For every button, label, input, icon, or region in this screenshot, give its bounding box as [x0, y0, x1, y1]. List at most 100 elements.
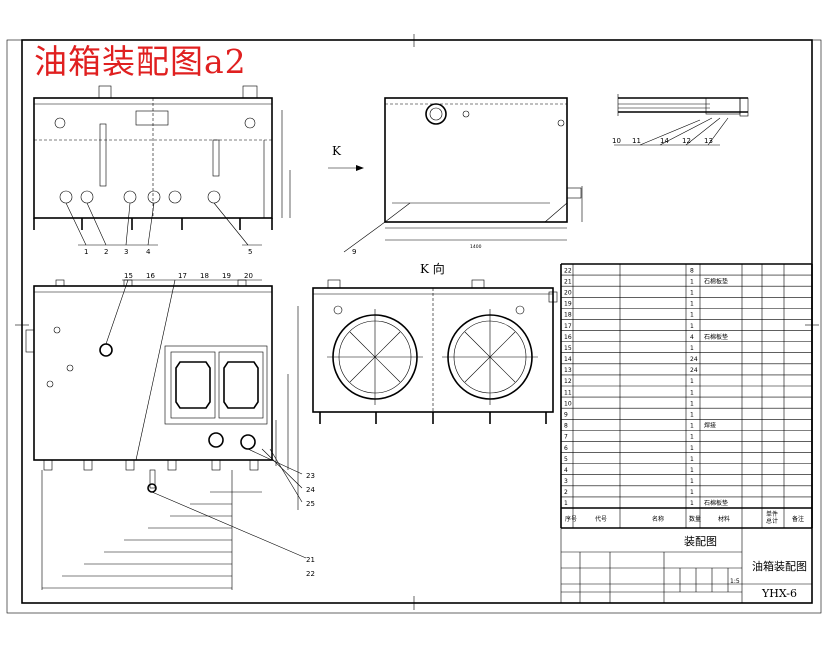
balloon-22: 22 — [306, 570, 315, 578]
parts-row-index: 14 — [564, 356, 572, 363]
parts-row-qty: 1 — [690, 445, 694, 452]
parts-row-qty: 1 — [690, 400, 694, 407]
parts-row-qty: 24 — [690, 356, 698, 363]
k-view-title: K 向 — [420, 261, 445, 276]
balloon-23: 23 — [306, 472, 315, 480]
header-name: 名称 — [652, 515, 664, 523]
tank-body-side — [384, 97, 568, 223]
header-total-weight: 总计 — [766, 517, 778, 525]
parts-row-note: 石棉板垫 — [704, 277, 728, 285]
parts-row-qty: 1 — [690, 389, 694, 396]
parts-row-index: 12 — [564, 378, 572, 385]
parts-row-index: 15 — [564, 345, 572, 352]
balloon-25: 25 — [306, 500, 315, 508]
balloon-11: 11 — [632, 137, 641, 145]
parts-row-qty: 8 — [690, 267, 694, 274]
parts-row-qty: 1 — [690, 290, 694, 297]
drawing-code: YHX-6 — [761, 587, 797, 600]
balloon-4: 4 — [146, 248, 151, 256]
balloon-20: 20 — [244, 272, 253, 280]
balloon-12: 12 — [682, 137, 691, 145]
parts-row-index: 5 — [564, 456, 568, 463]
parts-row-qty: 1 — [690, 500, 694, 507]
parts-row-qty: 1 — [690, 423, 694, 430]
parts-row-index: 19 — [564, 301, 572, 308]
parts-row-qty: 1 — [690, 301, 694, 308]
drawing-type: 装配图 — [684, 535, 717, 548]
parts-row-index: 18 — [564, 312, 572, 319]
balloon-19: 19 — [222, 272, 231, 280]
parts-row-index: 17 — [564, 323, 572, 330]
balloon-13: 13 — [704, 137, 713, 145]
balloon-18: 18 — [200, 272, 209, 280]
parts-row-index: 10 — [564, 400, 572, 407]
balloon-21: 21 — [306, 556, 315, 564]
parts-row-qty: 1 — [690, 434, 694, 441]
parts-row-index: 22 — [564, 267, 572, 274]
parts-row-qty: 1 — [690, 478, 694, 485]
parts-row-index: 4 — [564, 467, 568, 474]
balloon-1: 1 — [84, 248, 88, 256]
parts-row-index: 11 — [564, 389, 572, 396]
parts-row-qty: 1 — [690, 467, 694, 474]
balloon-24: 24 — [306, 486, 315, 494]
parts-row-index: 21 — [564, 278, 572, 285]
header-unit-weight: 单件 — [766, 510, 778, 518]
k-view — [312, 279, 558, 424]
side-view-width-dimension: 1400 — [470, 244, 482, 250]
title-block — [560, 527, 813, 604]
header-material: 材料 — [718, 515, 730, 523]
parts-row-qty: 1 — [690, 456, 694, 463]
drawing-name: 油箱装配图 — [752, 559, 807, 573]
k-arrow-head — [356, 165, 364, 171]
parts-row-note: 石棉板垫 — [704, 333, 728, 341]
parts-row-qty: 1 — [690, 489, 694, 496]
outer-sheet-border — [6, 39, 822, 614]
balloon-15: 15 — [124, 272, 133, 280]
parts-row-note: 石棉板垫 — [704, 499, 728, 507]
parts-row-qty: 1 — [690, 278, 694, 285]
front-view — [33, 85, 291, 246]
balloon-16: 16 — [146, 272, 155, 280]
balloon-14: 14 — [660, 137, 669, 145]
parts-list-grid — [560, 263, 813, 529]
parts-row-qty: 1 — [690, 378, 694, 385]
parts-row-note: 焊接 — [704, 422, 716, 430]
balloon-10: 10 — [612, 137, 621, 145]
balloon-9: 9 — [352, 248, 356, 256]
parts-row-index: 7 — [564, 434, 568, 441]
balloon-3: 3 — [124, 248, 128, 256]
parts-row-index: 1 — [564, 500, 568, 507]
header-index: 序号 — [565, 515, 577, 523]
tank-body-top — [33, 285, 273, 461]
parts-row-qty: 1 — [690, 312, 694, 319]
parts-row-qty: 1 — [690, 345, 694, 352]
header-note: 备注 — [792, 515, 804, 523]
parts-row-index: 8 — [564, 423, 568, 430]
parts-row-index: 9 — [564, 412, 568, 419]
k-arrow-label: K — [332, 144, 342, 158]
balloon-5: 5 — [248, 248, 252, 256]
parts-row-index: 6 — [564, 445, 568, 452]
parts-row-qty: 4 — [690, 334, 694, 341]
parts-row-qty: 1 — [690, 412, 694, 419]
top-view — [25, 279, 307, 590]
drawing-scale: 1:5 — [730, 578, 740, 585]
side-view — [343, 97, 583, 253]
balloon-2: 2 — [104, 248, 108, 256]
header-qty: 数量 — [689, 515, 701, 523]
header-code: 代号 — [595, 515, 607, 523]
parts-row-index: 20 — [564, 290, 572, 297]
section-detail — [614, 94, 749, 146]
parts-row-index: 3 — [564, 478, 568, 485]
parts-row-index: 2 — [564, 489, 568, 496]
parts-list-header: 序号 代号 名称 数量 材料 单件 总计 备注 — [565, 510, 804, 525]
balloon-17: 17 — [178, 272, 187, 280]
parts-row-qty: 24 — [690, 367, 698, 374]
parts-row-qty: 1 — [690, 323, 694, 330]
parts-row-index: 16 — [564, 334, 572, 341]
parts-row-index: 13 — [564, 367, 572, 374]
nameplate — [135, 110, 169, 126]
